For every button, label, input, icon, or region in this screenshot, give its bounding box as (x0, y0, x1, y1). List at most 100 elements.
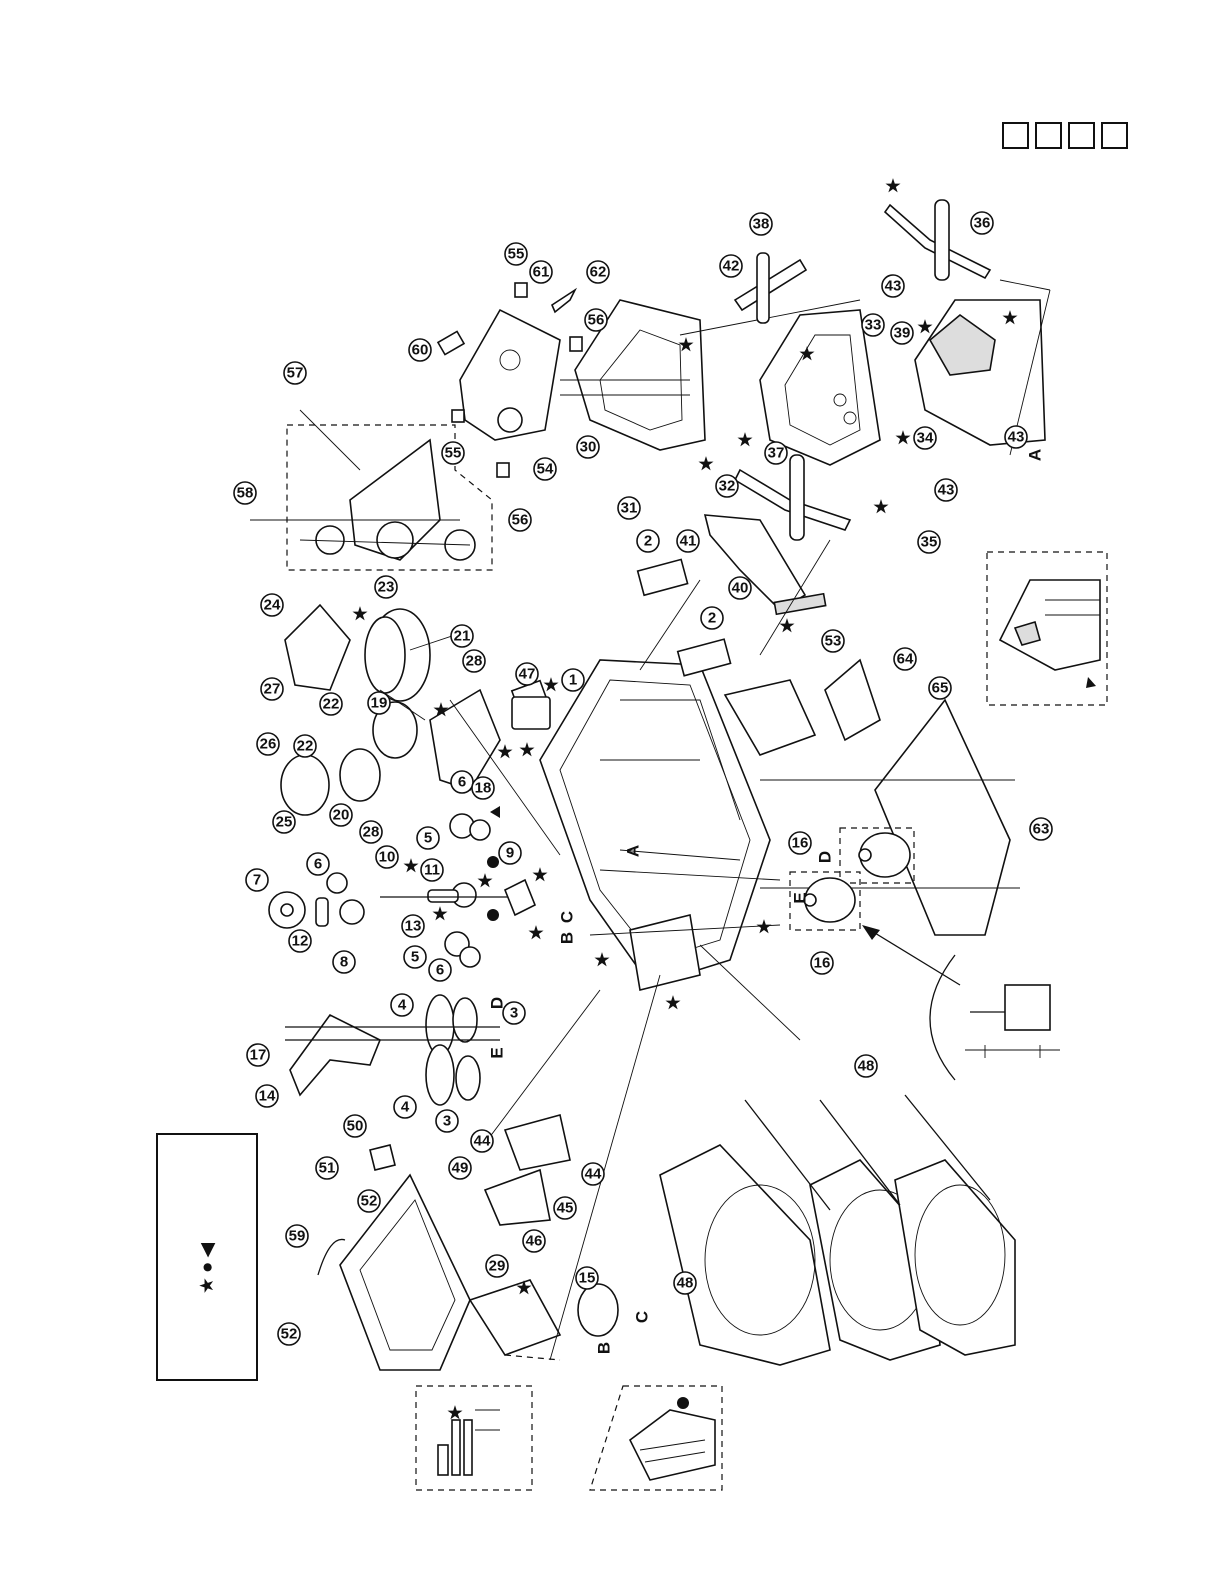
svg-text:★: ★ (433, 701, 449, 720)
legend-symbols: ★●◀ (197, 1238, 219, 1295)
svg-text:2: 2 (708, 610, 716, 627)
cd-trays-48 (659, 1094, 1016, 1366)
base-plate-49 (317, 1144, 471, 1371)
svg-text:3: 3 (443, 1113, 451, 1130)
pcb-64 (824, 658, 881, 742)
callout-2: 2 (700, 606, 724, 630)
svg-text:4: 4 (398, 997, 407, 1014)
svg-text:6: 6 (314, 856, 322, 873)
frame-39 (914, 279, 1051, 456)
letter-A: A (624, 845, 643, 857)
callout-38: 38 (749, 212, 773, 236)
callout-49: 49 (448, 1156, 472, 1180)
callout-33: 33 (861, 313, 885, 337)
svg-text:22: 22 (297, 738, 314, 755)
svg-text:★: ★ (403, 857, 419, 876)
svg-text:53: 53 (825, 633, 842, 650)
callout-23: 23 (374, 575, 398, 599)
svg-text:8: 8 (340, 954, 348, 971)
svg-text:11: 11 (424, 862, 440, 879)
svg-text:31: 31 (621, 500, 638, 517)
svg-text:25: 25 (276, 814, 293, 831)
svg-text:★: ★ (352, 605, 368, 624)
callout-31: 31 (617, 496, 641, 520)
svg-text:16: 16 (814, 955, 831, 972)
callout-4: 4 (390, 993, 414, 1017)
callout-3: 3 (435, 1109, 459, 1133)
svg-text:★: ★ (917, 318, 933, 337)
callout-60: 60 (408, 338, 432, 362)
svg-text:59: 59 (289, 1228, 306, 1245)
callout-56: 56 (584, 308, 608, 332)
motor-detail-inset (862, 925, 1060, 1081)
callout-6: 6 (450, 770, 474, 794)
callout-28: 28 (462, 649, 486, 673)
svg-text:★: ★ (698, 455, 714, 474)
bracket-29 (468, 1279, 619, 1361)
chassis-detail-inset (986, 551, 1108, 706)
svg-text:22: 22 (323, 696, 340, 713)
callout-36: 36 (970, 211, 994, 235)
svg-text:★: ★ (447, 1404, 463, 1423)
callout-25: 25 (272, 810, 296, 834)
callout-27: 27 (260, 677, 284, 701)
lever-38 (733, 252, 808, 324)
svg-text:★: ★ (528, 924, 544, 943)
svg-text:★: ★ (1002, 309, 1018, 328)
callout-9: 9 (498, 841, 522, 865)
svg-text:32: 32 (719, 478, 736, 495)
callout-37: 37 (764, 441, 788, 465)
callout-13: 13 (401, 914, 425, 938)
svg-text:42: 42 (723, 258, 740, 275)
svg-text:44: 44 (474, 1133, 491, 1150)
callout-26: 26 (256, 732, 280, 756)
callout-32: 32 (715, 474, 739, 498)
title-box (1002, 122, 1029, 149)
svg-text:50: 50 (347, 1118, 364, 1135)
svg-text:38: 38 (753, 216, 770, 233)
callout-63: 63 (1029, 817, 1053, 841)
spring-inset (415, 1385, 533, 1491)
callout-55: 55 (504, 242, 528, 266)
svg-text:10: 10 (379, 849, 396, 866)
svg-text:26: 26 (260, 736, 277, 753)
callout-56: 56 (508, 508, 532, 532)
letter-C: C (558, 911, 577, 923)
callout-42: 42 (719, 254, 743, 278)
callout-21: 21 (450, 624, 474, 648)
callout-51: 51 (315, 1156, 339, 1180)
svg-text:60: 60 (412, 342, 429, 359)
svg-text:52: 52 (281, 1326, 298, 1343)
svg-text:46: 46 (526, 1233, 543, 1250)
svg-text:1: 1 (569, 672, 577, 689)
belt-pulley-group (285, 994, 500, 1106)
callout-17: 17 (246, 1043, 270, 1067)
svg-text:6: 6 (436, 962, 444, 979)
svg-text:20: 20 (333, 807, 350, 824)
callout-18: 18 (471, 776, 495, 800)
svg-text:43: 43 (885, 278, 902, 295)
gear-group (268, 813, 537, 968)
callout-44: 44 (581, 1162, 605, 1186)
callout-5: 5 (416, 826, 440, 850)
svg-text:28: 28 (466, 653, 483, 670)
connector-47 (511, 696, 551, 730)
callout-30: 30 (576, 435, 600, 459)
callout-10: 10 (375, 845, 399, 869)
callout-62: 62 (586, 260, 610, 284)
svg-text:43: 43 (938, 482, 955, 499)
callout-2: 2 (636, 529, 660, 553)
legend-box: ★●◀ (156, 1133, 258, 1381)
svg-text:56: 56 (512, 512, 529, 529)
motor-16-upper (839, 827, 915, 884)
svg-text:★: ★ (519, 741, 535, 760)
callout-47: 47 (515, 662, 539, 686)
markers: ★ ★ ★ ★ ★ ★ ★ ★ ★ ★ ★ ★ ★ ★ ★ ★ ★ ★ ★ ★ … (352, 177, 1018, 1423)
callout-65: 65 (928, 676, 952, 700)
svg-text:★: ★ (779, 617, 795, 636)
svg-text:54: 54 (537, 461, 554, 478)
svg-text:33: 33 (865, 317, 882, 334)
svg-text:65: 65 (932, 680, 949, 697)
callout-6: 6 (428, 958, 452, 982)
